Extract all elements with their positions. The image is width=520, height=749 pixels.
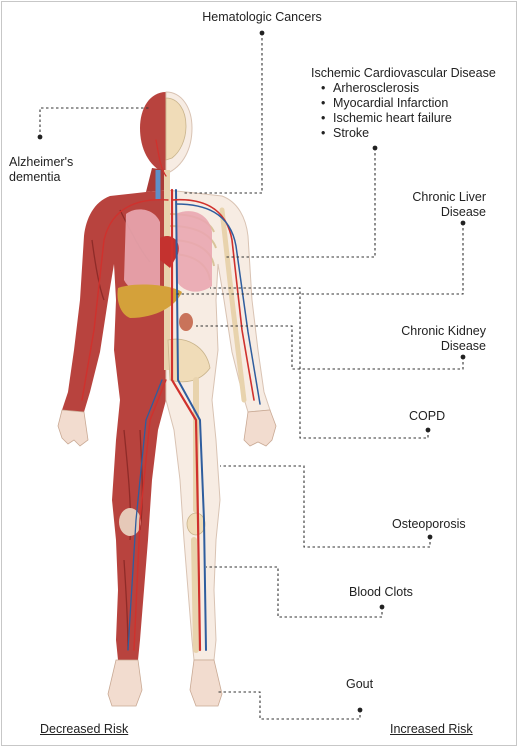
knee-right <box>186 512 206 536</box>
muscular-half <box>57 92 166 707</box>
label-kidney-line2: Disease <box>440 339 486 353</box>
label-copd: COPD <box>409 409 446 423</box>
head-muscle <box>140 92 166 174</box>
connector-blood-clots <box>206 566 383 618</box>
label-gout: Gout <box>346 677 374 691</box>
connectors <box>37 30 466 720</box>
connector-copd <box>210 287 429 439</box>
organs <box>117 170 212 331</box>
connector-osteoporosis <box>220 465 431 548</box>
label-liver-line1: Chronic Liver <box>412 190 486 204</box>
heart <box>160 235 179 268</box>
kidney <box>179 313 193 331</box>
label-hematologic-cancers: Hematologic Cancers <box>202 10 322 24</box>
ischemic-list: Arherosclerosis Myocardial Infarction Is… <box>311 81 496 141</box>
ischemic-item-myocardial-infarction: Myocardial Infarction <box>321 96 496 111</box>
foot-right <box>189 659 223 707</box>
skull <box>165 97 187 161</box>
lung-left <box>124 209 160 293</box>
connector-hematologic <box>182 33 263 194</box>
label-osteoporosis: Osteoporosis <box>392 517 466 531</box>
label-alzheimers: Alzheimer's dementia <box>9 155 73 185</box>
connector-alzheimers <box>39 107 150 137</box>
label-kidney-line1: Chronic Kidney <box>401 324 486 338</box>
label-blood-clots: Blood Clots <box>349 585 413 599</box>
connector-gout <box>218 691 361 720</box>
hand-right <box>243 409 277 447</box>
lung-right <box>176 211 212 292</box>
hand-left <box>57 409 89 447</box>
ischemic-item-atherosclerosis: Arherosclerosis <box>321 81 496 96</box>
connector-ischemic <box>225 148 376 258</box>
spine <box>164 170 170 370</box>
label-ischemic-title: Ischemic Cardiovascular Disease <box>311 66 496 80</box>
legend-decreased-risk: Decreased Risk <box>40 722 129 736</box>
foot-left <box>107 659 143 707</box>
legend-increased-risk: Increased Risk <box>390 722 473 736</box>
connector-liver <box>175 223 464 295</box>
liver <box>117 284 182 318</box>
knee-left <box>119 508 141 536</box>
ischemic-item-stroke: Stroke <box>321 126 496 141</box>
label-alzheimers-line1: Alzheimer's <box>9 155 74 169</box>
label-ischemic-group: Ischemic Cardiovascular Disease Arherosc… <box>311 66 496 141</box>
label-alzheimers-line2: dementia <box>9 170 61 184</box>
blood-vessels <box>81 139 261 652</box>
label-chronic-kidney: Chronic Kidney Disease <box>386 324 486 354</box>
label-liver-line2: Disease <box>440 205 486 219</box>
ischemic-item-heart-failure: Ischemic heart failure <box>321 111 496 126</box>
label-chronic-liver: Chronic Liver Disease <box>396 190 486 220</box>
